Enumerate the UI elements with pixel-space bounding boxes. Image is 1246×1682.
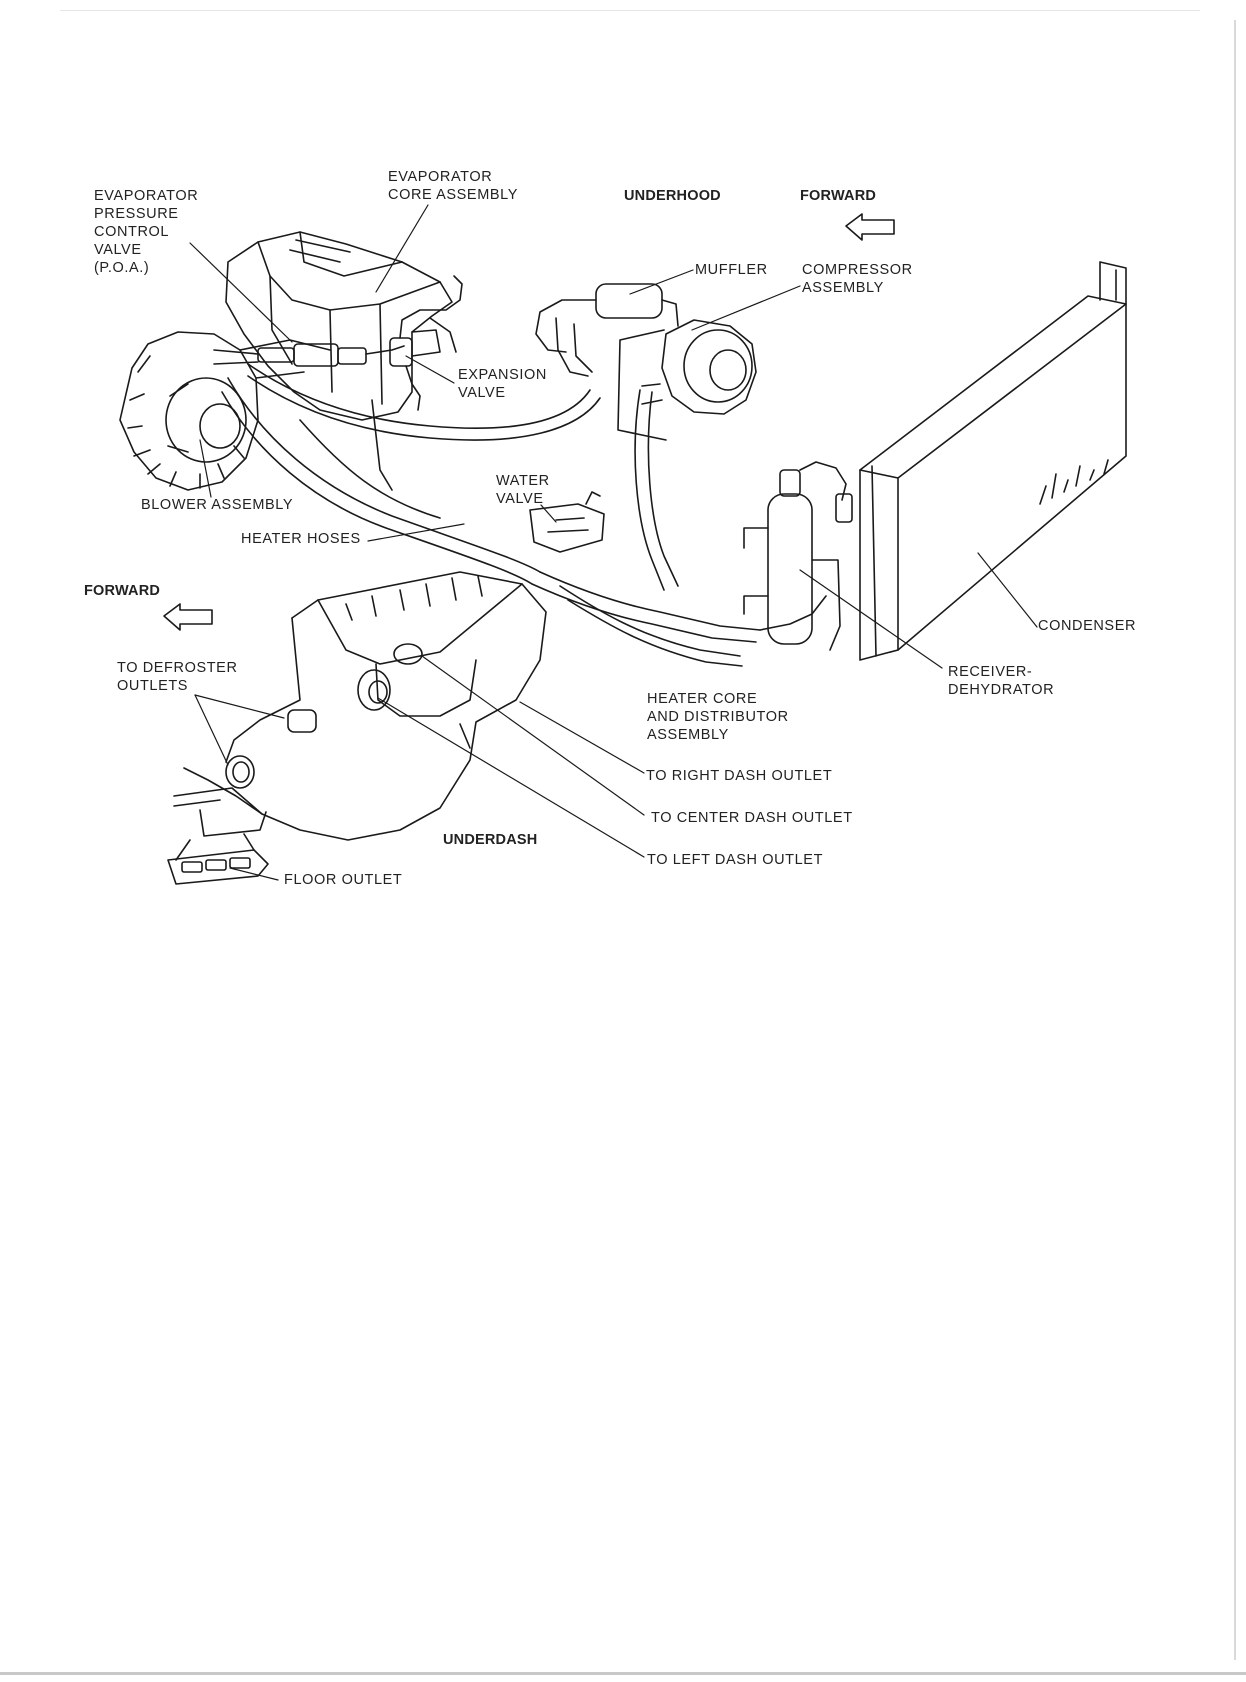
blower-assembly: [119, 331, 331, 491]
heading-underdash: UNDERDASH: [443, 832, 538, 848]
label-heater-hoses: HEATER HOSES: [241, 531, 361, 547]
page-edge-top: [60, 10, 1200, 11]
forward-arrow-icon: [845, 213, 895, 241]
label-evaporator-pressure-control-valve: EVAPORATOR PRESSURE CONTROL VALVE (P.O.A…: [94, 188, 199, 276]
heading-underhood: UNDERHOOD: [624, 188, 721, 204]
label-compressor-assembly: COMPRESSOR ASSEMBLY: [802, 262, 913, 296]
poa-valve-drawing: [213, 343, 405, 367]
muffler-drawing: [535, 283, 679, 377]
receiver-dehydrator-drawing: [743, 461, 853, 651]
expansion-valve-drawing: [389, 275, 463, 411]
label-muffler: MUFFLER: [695, 262, 768, 278]
floor-outlet-drawing: [167, 833, 269, 885]
condenser-drawing: [859, 261, 1127, 661]
label-expansion-valve: EXPANSION VALVE: [458, 367, 547, 401]
hose-runs: [221, 363, 827, 667]
label-to-left-dash-outlet: TO LEFT DASH OUTLET: [647, 852, 824, 868]
water-valve-drawing: [529, 491, 605, 553]
label-to-center-dash-outlet: TO CENTER DASH OUTLET: [651, 810, 853, 826]
forward-arrow-icon: [163, 603, 213, 631]
page-edge-bottom: [0, 1672, 1246, 1675]
label-condenser: CONDENSER: [1038, 618, 1137, 634]
label-evaporator-core-assembly: EVAPORATOR CORE ASSEMBLY: [388, 169, 519, 203]
compressor-drawing: [617, 319, 757, 441]
label-floor-outlet: FLOOR OUTLET: [284, 872, 403, 888]
page-edge-right: [1234, 20, 1236, 1660]
leader-lines: [189, 204, 1038, 881]
heading-forward-top: FORWARD: [800, 188, 877, 204]
label-heater-core-distributor-assembly: HEATER CORE AND DISTRIBUTOR ASSEMBLY: [647, 691, 789, 743]
heading-forward-left: FORWARD: [84, 583, 161, 599]
label-to-right-dash-outlet: TO RIGHT DASH OUTLET: [646, 768, 833, 784]
label-water-valve: WATER VALVE: [496, 473, 550, 507]
heater-core-distributor-drawing: [173, 571, 547, 841]
label-blower-assembly: BLOWER ASSEMBLY: [141, 497, 294, 513]
evaporator-housing: [225, 231, 453, 421]
label-to-defroster-outlets: TO DEFROSTER OUTLETS: [117, 660, 238, 694]
label-receiver-dehydrator: RECEIVER- DEHYDRATOR: [948, 664, 1055, 698]
